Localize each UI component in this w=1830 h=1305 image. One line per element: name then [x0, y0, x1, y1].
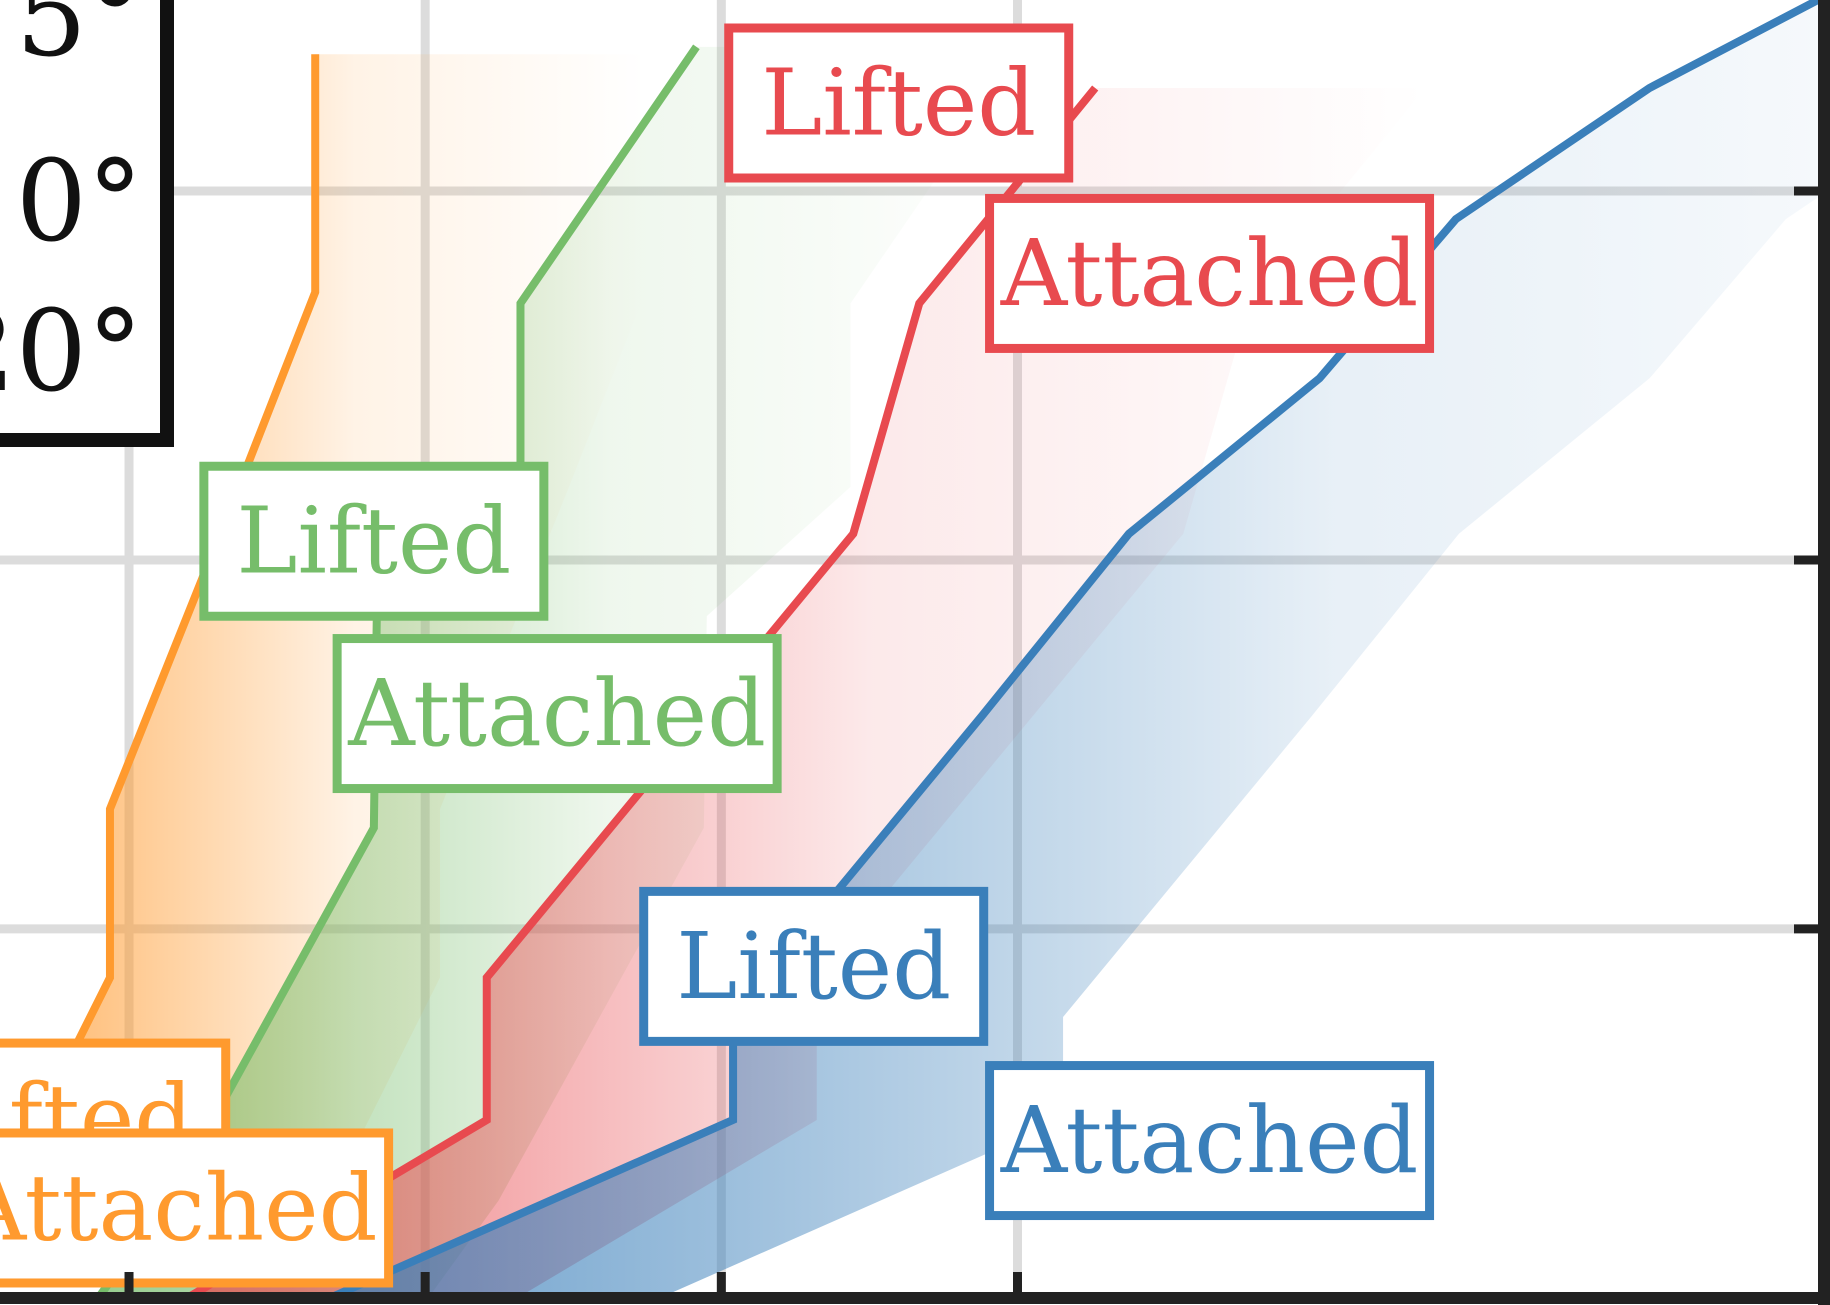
legend-entry-2: 20° [0, 287, 143, 417]
legend-entry-0: 5° [16, 0, 143, 82]
region-label-lifted-series-1: Lifted [199, 461, 549, 621]
area-fill-series-0 [0, 54, 646, 1207]
label-box [724, 23, 1074, 183]
region-label-lifted-series-2: Lifted [724, 23, 1074, 183]
legend-entry-1: 10° [0, 137, 143, 267]
label-box [639, 886, 989, 1046]
label-box [199, 461, 549, 621]
label-text: Lifted [676, 913, 951, 1020]
label-text: Attached [1000, 1087, 1419, 1194]
region-label-lifted-series-3: Lifted [639, 886, 989, 1046]
label-text: Lifted [761, 50, 1036, 157]
legend-box [0, 0, 174, 447]
label-box [985, 1061, 1435, 1221]
area-fill-series-3 [334, 0, 1830, 1296]
area-fill-series-2 [190, 88, 1426, 1297]
label-text: Lifted [236, 488, 511, 595]
region-label-attached-series-2: Attached [985, 193, 1435, 353]
region-labels: LiftedAttachedLiftedAttachedLiftedAttach… [0, 23, 1435, 1288]
region-label-attached-series-3: Attached [985, 1061, 1435, 1221]
label-box [332, 634, 782, 794]
label-text: Attached [347, 660, 766, 767]
region-label-attached-series-1: Attached [332, 634, 782, 794]
legend: 5° 10° 20° [0, 0, 174, 447]
label-box [0, 1128, 394, 1288]
region-label-attached-series-0: Attached [0, 1128, 394, 1288]
boundary-line-series-3 [332, 0, 1820, 1300]
label-text: Attached [0, 1154, 377, 1261]
label-text: Attached [1000, 220, 1419, 327]
label-box [985, 193, 1435, 353]
